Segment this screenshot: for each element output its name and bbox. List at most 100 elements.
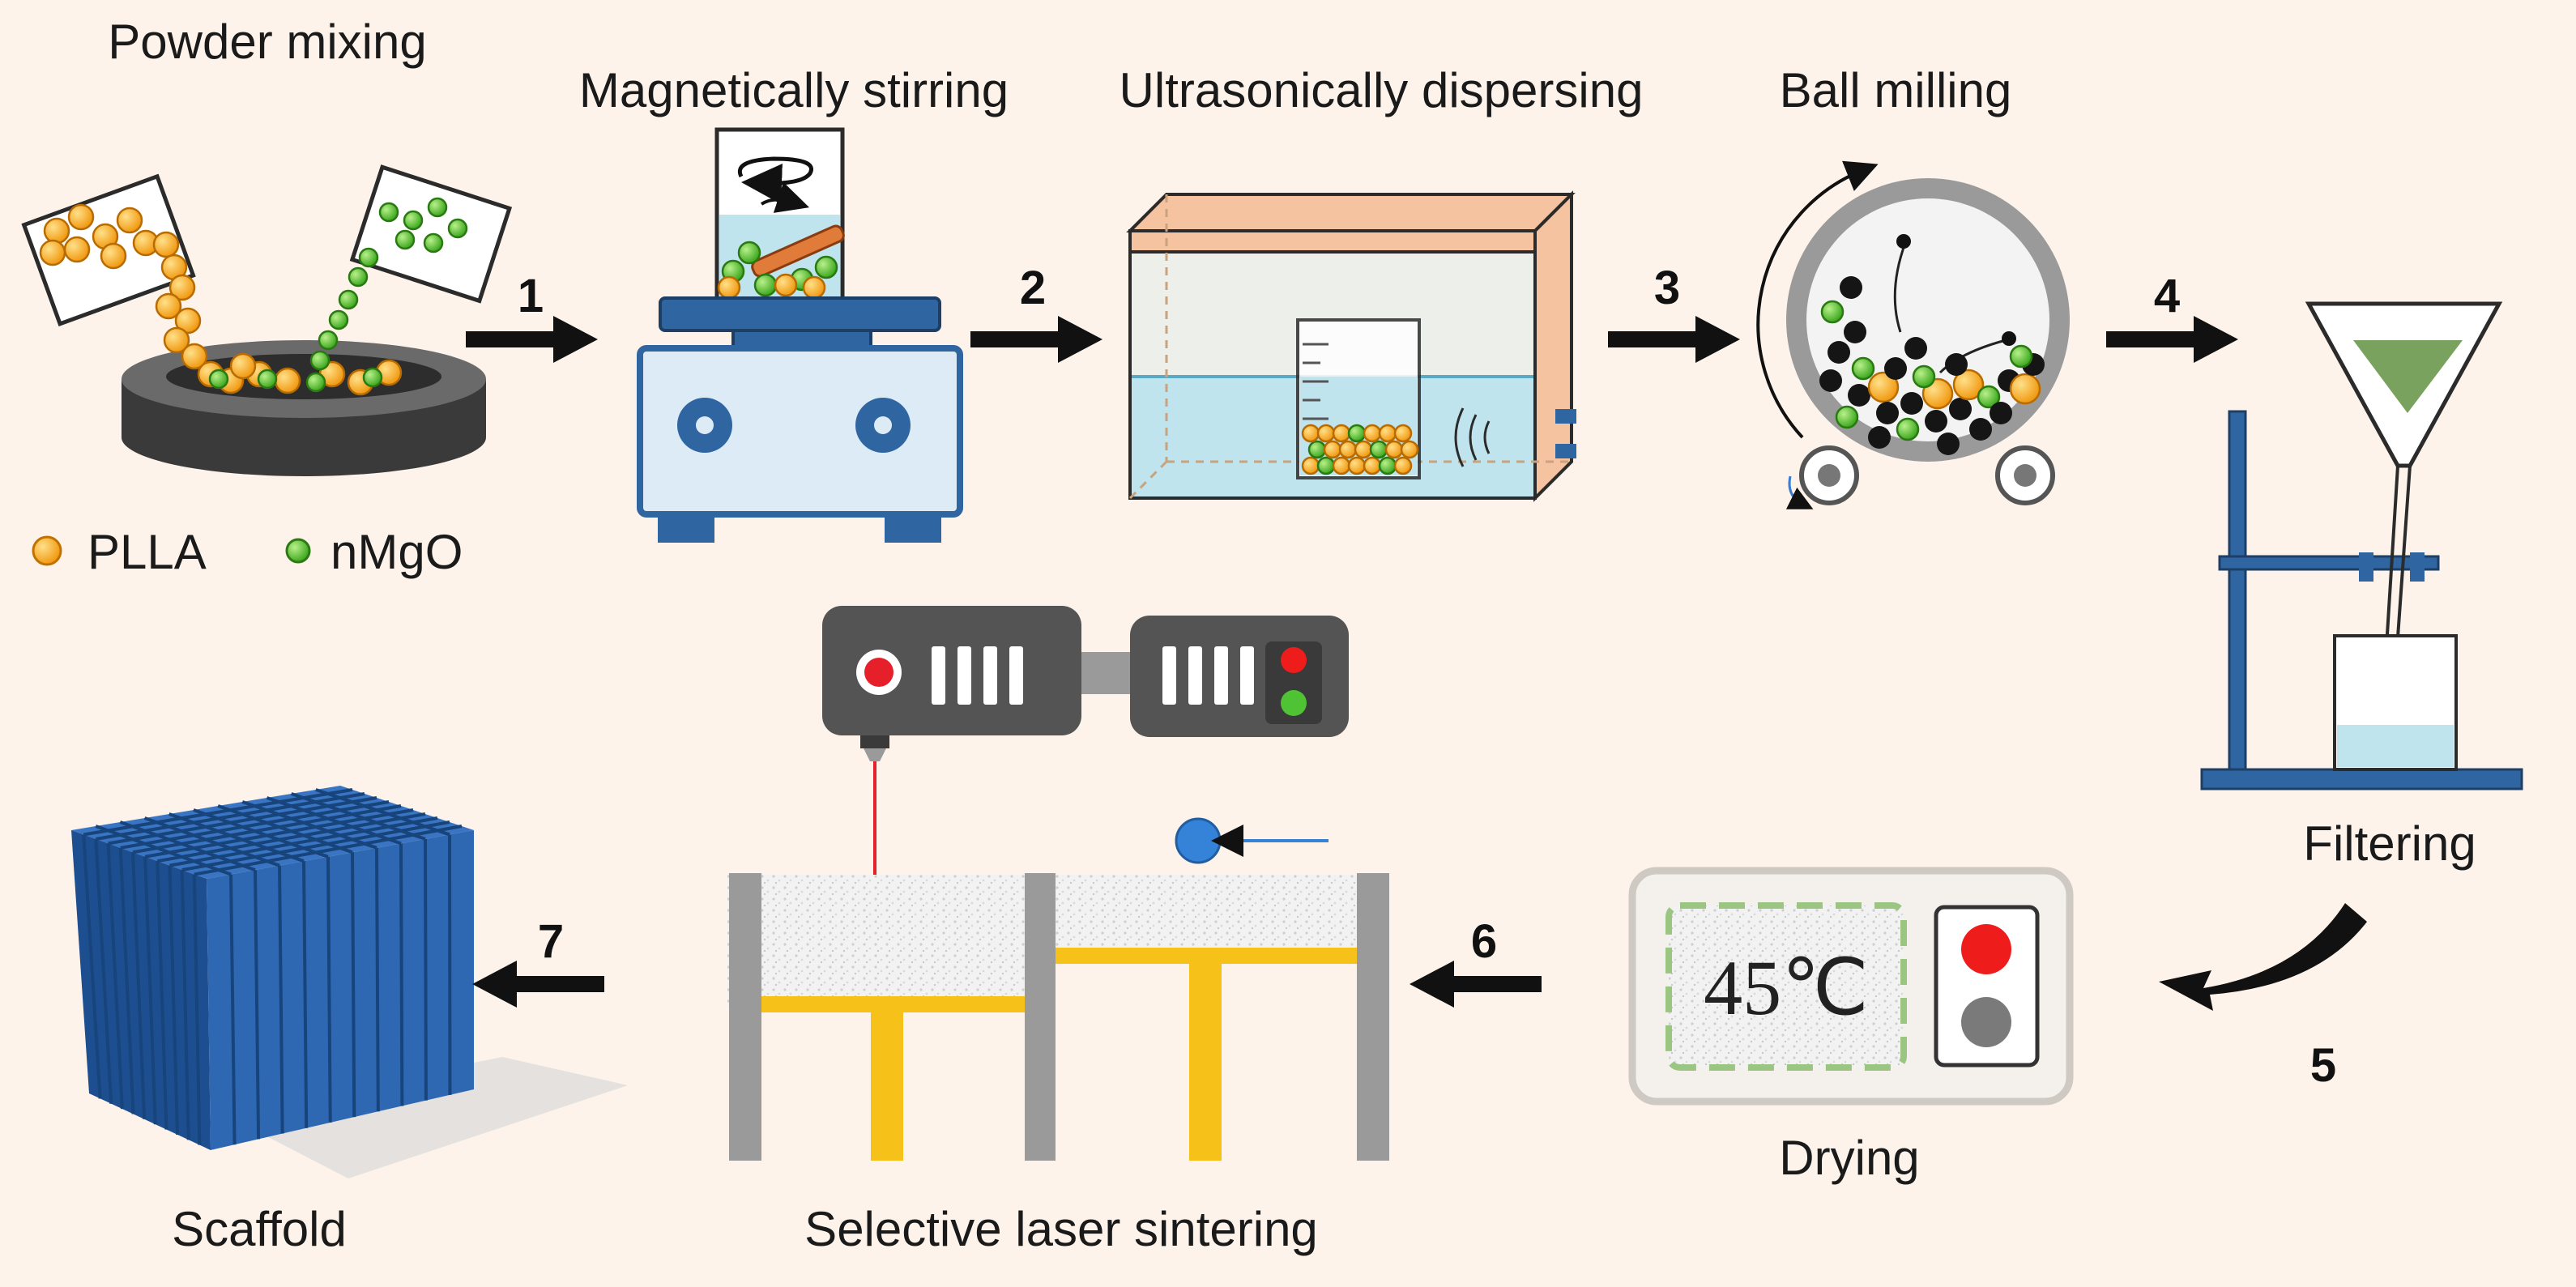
nmgo-particle [318, 330, 339, 351]
milling-ball [1937, 433, 1960, 455]
scaffold-strut [254, 870, 261, 1140]
arrow-step-5 [2159, 903, 2367, 1011]
plla-particle [1347, 456, 1367, 475]
scaffold-strut [192, 874, 202, 1145]
label-filtering: Filtering [2303, 816, 2476, 871]
scaffold-strut [108, 796, 377, 846]
plla-particle [717, 275, 741, 300]
arrow-step-3 [1608, 316, 1740, 363]
scaffold-strut [302, 861, 309, 1128]
milling-ball [1844, 321, 1866, 343]
milling-ball [1876, 402, 1899, 424]
step-number-6: 6 [1471, 915, 1497, 968]
plla-particle [1301, 456, 1320, 475]
scaffold-strut [399, 843, 404, 1106]
plla-particle [1301, 424, 1320, 443]
label-ball-milling: Ball milling [1780, 63, 2012, 117]
drying-oven-illustration [1628, 867, 2074, 1106]
scaffold-strut [326, 856, 332, 1123]
powder-mixing-illustration [21, 164, 513, 476]
scaffold-strut [181, 820, 450, 872]
plla-particle [1921, 377, 1954, 410]
nmgo-particle [753, 273, 778, 297]
plla-particle [67, 203, 95, 231]
scaffold-strut [83, 788, 353, 837]
nmgo-particle [1977, 385, 2001, 409]
milling-ball [1925, 410, 1947, 433]
scaffold-strut [169, 816, 438, 867]
legend-nmgo-swatch [285, 538, 311, 564]
milling-ball [1945, 353, 1968, 376]
plla-particle [1378, 424, 1397, 443]
nmgo-particle [1369, 440, 1388, 459]
scaffold-strut [130, 852, 147, 1119]
plla-particle [1363, 424, 1382, 443]
milling-ball [1868, 426, 1891, 449]
plla-particle [1338, 440, 1358, 459]
arrow-step-4 [2106, 316, 2238, 363]
nmgo-particle [737, 241, 761, 265]
nmgo-particle [1378, 456, 1397, 475]
step-number-5: 5 [2310, 1039, 2336, 1092]
step-number-7: 7 [538, 915, 564, 968]
nmgo-particle [2009, 344, 2033, 369]
plla-particle [1867, 371, 1900, 403]
plla-particle [1323, 440, 1342, 459]
nmgo-particle [1835, 405, 1859, 429]
label-ultrasonic-dispersing: Ultrasonically dispersing [1120, 63, 1644, 117]
plla-particle [1384, 440, 1404, 459]
milling-ball [1819, 369, 1842, 392]
nmgo-particle [208, 369, 229, 390]
nmgo-particle [257, 369, 278, 390]
legend-nmgo-label: nMgO [331, 525, 463, 579]
nmgo-particle [1347, 424, 1367, 443]
plla-particle [1316, 424, 1336, 443]
scaffold-strut [96, 792, 365, 841]
filtering-illustration [2200, 301, 2523, 791]
milling-ball [1884, 357, 1907, 380]
nmgo-particle [1316, 456, 1336, 475]
label-drying: Drying [1779, 1131, 1919, 1185]
arrow-step-6 [1410, 961, 1542, 1008]
ultrasonic-bath-illustration [1126, 190, 1576, 502]
plla-particle [43, 217, 70, 245]
nmgo-particle [348, 266, 369, 288]
nmgo-particle [814, 255, 838, 279]
plla-particle [1393, 456, 1413, 475]
nmgo-particle [378, 202, 399, 223]
nmgo-particle [358, 247, 379, 268]
nmgo-particle [328, 309, 349, 330]
scaffold-strut [156, 861, 168, 1130]
magnetic-stirrer-illustration [637, 127, 963, 543]
milling-ball [1848, 384, 1870, 407]
nmgo-particle [1912, 364, 1936, 389]
plla-particle [1363, 456, 1382, 475]
scaffold-strut [106, 843, 124, 1110]
plla-particle [100, 242, 127, 270]
nmgo-particle [1820, 300, 1845, 324]
scaffold-strut [144, 808, 414, 859]
step-number-3: 3 [1654, 262, 1680, 314]
plla-particle [116, 207, 143, 234]
scaffold-strut [156, 812, 426, 863]
nmgo-particle [309, 350, 331, 371]
scaffold-strut [132, 804, 402, 854]
plla-particle [155, 292, 182, 320]
plla-particle [1332, 424, 1351, 443]
nmgo-particle [338, 289, 359, 310]
label-powder-mixing: Powder mixing [108, 15, 427, 69]
label-sls: Selective laser sintering [804, 1202, 1318, 1256]
scaffold-strut [143, 856, 157, 1125]
plla-particle [163, 326, 190, 354]
nmgo-particle [403, 210, 424, 231]
nmgo-particle [423, 232, 444, 254]
legend-plla-label: PLLA [87, 525, 207, 579]
scaffold-strut [82, 834, 102, 1099]
plla-particle [229, 352, 257, 380]
scaffold-strut [375, 847, 380, 1112]
plla-particle [774, 273, 798, 297]
plla-particle [39, 239, 66, 266]
plla-particle [181, 343, 208, 370]
sls-machine-illustration [727, 606, 1389, 1161]
